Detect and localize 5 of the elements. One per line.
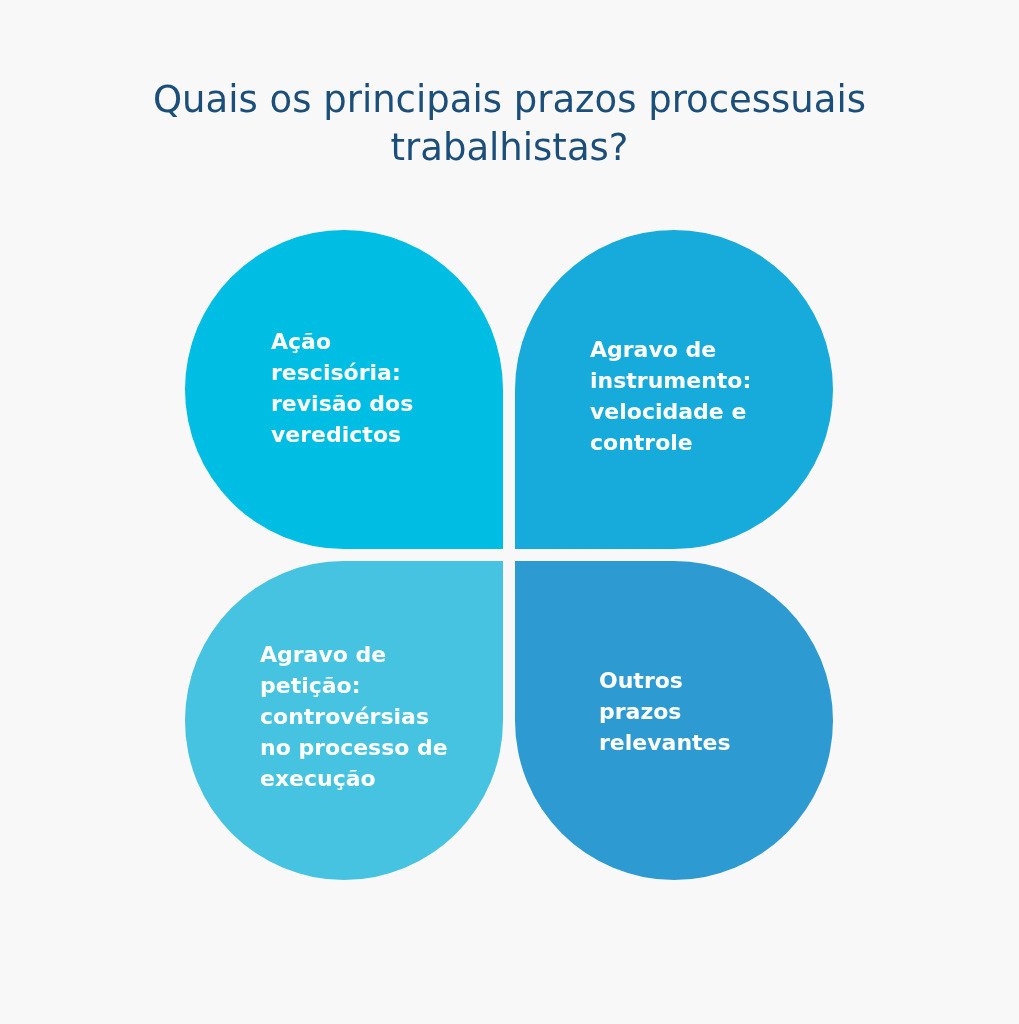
petal-label: Agravo de petição: controvérsias no processo de execução	[260, 641, 449, 793]
petal-label: Outros prazos relevantes	[599, 667, 732, 757]
petal-label: Ação rescisória: revisão dos veredictos	[271, 328, 415, 449]
title: Quais os principais prazos processuais trabalhistas?	[151, 77, 868, 171]
petal-label: Agravo de instrumento: velocidade e controle	[590, 336, 753, 457]
